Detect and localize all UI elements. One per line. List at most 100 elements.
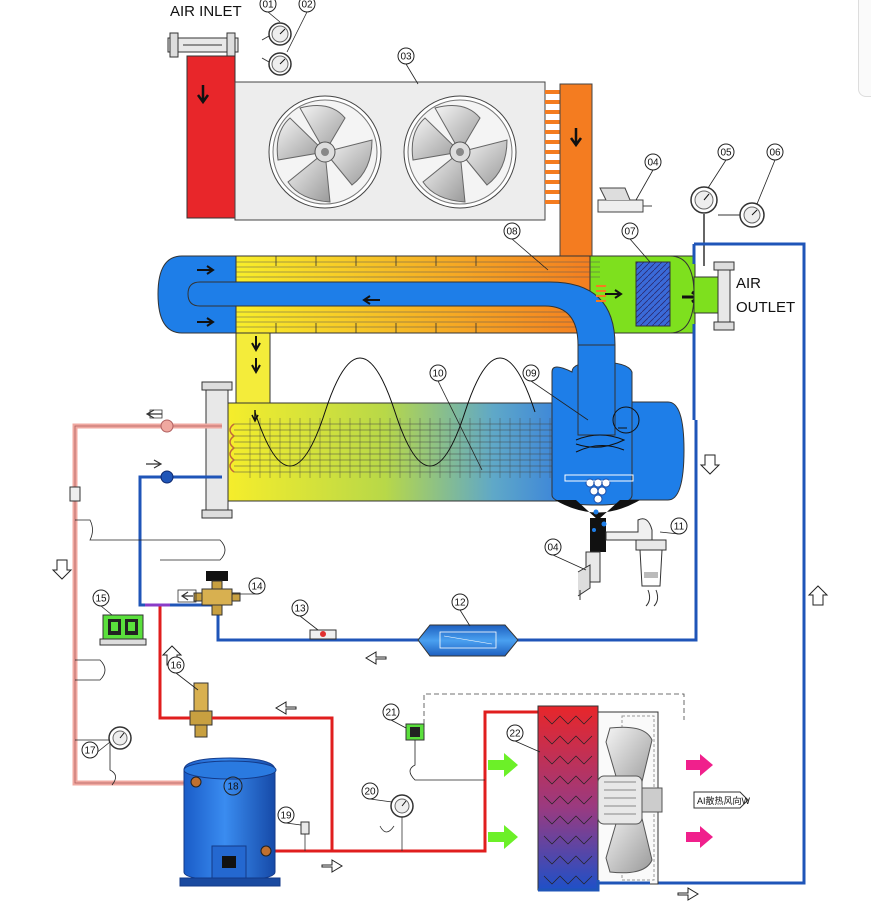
pressure-gauge-20 [379, 794, 414, 851]
callout-15: 15 [92, 589, 113, 616]
discharge-line [212, 716, 334, 853]
drain-valve-04-lower [577, 551, 601, 600]
down-arrow-icon [699, 454, 721, 475]
scrollbar-track[interactable] [858, 0, 871, 97]
condenser-inlet-line [332, 710, 538, 853]
callout-number: 04 [547, 543, 559, 554]
callout-number: 03 [400, 52, 412, 63]
left-arrow-icon [365, 651, 387, 665]
air-outlet-label-line2: OUTLET [736, 299, 795, 316]
callout-09: 09 [522, 364, 589, 421]
callout-16: 16 [167, 656, 199, 691]
callout-number: 18 [227, 782, 239, 793]
callout-number: 09 [525, 369, 537, 380]
callout-12: 12 [451, 593, 471, 627]
left-arrow-icon [275, 701, 297, 715]
down-arrow-icon [251, 358, 261, 375]
fan-icon [268, 95, 382, 209]
callout-number: 02 [301, 0, 313, 11]
cooling-air-inlet-arrow-icon [488, 753, 518, 849]
pressure-gauge-01 [261, 22, 292, 46]
warm-air-duct [559, 83, 593, 275]
callout-05: 05 [707, 143, 735, 189]
down-arrow-icon [51, 559, 73, 580]
callout-number: 01 [262, 0, 274, 11]
callout-08: 08 [503, 222, 549, 271]
airflow-direction-box: AI散热风向W [693, 791, 751, 809]
pressure-gauge-02 [261, 52, 292, 76]
callout-22: 22 [506, 724, 541, 753]
down-arrow-icon [569, 128, 583, 148]
right-arrow-icon [677, 887, 699, 901]
callout-number: 06 [769, 148, 781, 159]
evaporator [201, 357, 585, 519]
condenser-fan-icon [597, 726, 663, 874]
air-to-air-heat-exchanger [157, 255, 702, 389]
temperature-sensor-19 [300, 821, 310, 835]
callout-10: 10 [429, 364, 483, 471]
callout-21: 21 [382, 703, 407, 729]
callout-01: 01 [259, 0, 281, 23]
callout-number: 22 [509, 729, 521, 740]
callout-number: 21 [385, 708, 397, 719]
callout-number: 10 [432, 369, 444, 380]
hot-gas-line [158, 605, 190, 720]
drain-valve-04-upper [597, 187, 652, 213]
bypass-line [650, 242, 806, 885]
hot-air-outlet-arrow-icon [686, 754, 713, 848]
compressor-18 [179, 757, 281, 887]
callout-number: 14 [251, 582, 263, 593]
down-arrow-icon [196, 85, 210, 105]
callout-number: 12 [454, 598, 466, 609]
callout-number: 17 [84, 746, 96, 757]
callout-number: 07 [624, 227, 636, 238]
callout-04: 04 [635, 153, 662, 201]
filter-drier-12 [417, 624, 519, 657]
moisture-separator [551, 344, 685, 552]
callout-06: 06 [756, 143, 784, 205]
air-outlet-label-line1: AIR [736, 275, 761, 292]
callout-number: 16 [170, 661, 182, 672]
callout-07: 07 [621, 222, 651, 263]
callout-17: 17 [81, 741, 111, 759]
inlet-flange [167, 32, 239, 58]
up-arrow-icon [807, 585, 829, 606]
pressure-gauge-17 [108, 726, 132, 750]
air-inlet-label: AIR INLET [170, 3, 242, 20]
expansion-valve-14 [193, 571, 241, 616]
callout-number: 15 [95, 594, 107, 605]
fan-pressure-switch-21 [405, 693, 685, 781]
auto-drain-11 [605, 518, 667, 607]
outlet-duct [693, 276, 719, 314]
outlet-fins [545, 90, 560, 204]
callout-number: 13 [294, 604, 306, 615]
callout-number: 19 [280, 811, 292, 822]
callout-labels: 01 02 03 04 05 06 07 08 09 10 11 04 13 12 14 15 16 17 18 19… [81, 0, 784, 826]
callout-14: 14 [232, 577, 266, 595]
callout-number: 20 [364, 787, 376, 798]
callout-03: 03 [397, 47, 419, 85]
callout-number: 05 [720, 148, 732, 159]
right-arrow-icon [321, 859, 343, 873]
outlet-flange [713, 261, 735, 331]
callout-19: 19 [277, 806, 302, 826]
airflow-direction-label: AI散热风向W [697, 795, 751, 806]
temperature-gauge-06 [718, 202, 765, 228]
pressure-switch-15 [99, 614, 147, 646]
callout-13: 13 [291, 599, 319, 631]
dew-point-gauge-05 [690, 186, 718, 266]
fan-icon [403, 95, 517, 209]
hot-inlet-duct [186, 55, 236, 219]
callout-11: 11 [659, 517, 688, 535]
hot-gas-bypass-valve-16 [189, 682, 213, 738]
sight-glass-13 [309, 629, 337, 640]
down-arrow-icon [251, 336, 261, 353]
callout-number: 11 [674, 522, 685, 533]
callout-18: 18 [223, 776, 243, 796]
capillary-line [75, 519, 226, 561]
callout-20: 20 [361, 782, 393, 803]
callout-number: 04 [647, 158, 659, 169]
callout-04: 04 [544, 538, 587, 571]
callout-number: 08 [506, 227, 518, 238]
